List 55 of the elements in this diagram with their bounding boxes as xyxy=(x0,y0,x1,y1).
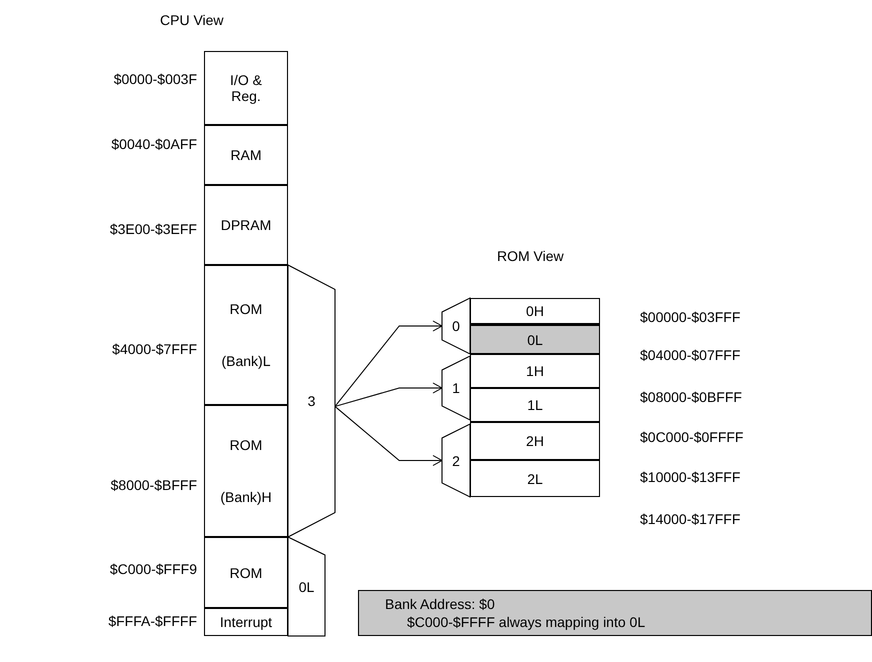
region-label: I/O & Reg. xyxy=(229,72,263,104)
region-label: 2H xyxy=(526,433,544,449)
region-label: (Bank)L xyxy=(221,353,271,369)
view-heading: CPU View xyxy=(160,12,224,28)
mux-label: 2 xyxy=(452,452,460,468)
region-label: (Bank)H xyxy=(220,489,272,505)
region-label: 1H xyxy=(526,363,544,379)
memory-bank xyxy=(470,388,600,422)
mux-label: 0L xyxy=(298,578,314,594)
multiplexer xyxy=(442,424,470,497)
arrow xyxy=(334,382,442,407)
address-label: $0000-$003F xyxy=(114,71,197,87)
memory-region xyxy=(204,608,288,636)
memory-region xyxy=(204,185,288,265)
address-label: $C000-$FFF9 xyxy=(110,561,197,577)
region-label: Interrupt xyxy=(220,614,272,630)
address-label: $3E00-$3EFF xyxy=(110,221,197,237)
region-label: ROM xyxy=(230,301,262,317)
multiplexer xyxy=(442,298,470,354)
multiplexer xyxy=(442,356,470,420)
note-text: Bank Address: $0 xyxy=(385,596,495,612)
view-heading: ROM View xyxy=(497,248,564,264)
mux-label: 3 xyxy=(308,393,316,409)
address-label: $00000-$03FFF xyxy=(640,309,740,325)
address-label: $8000-$BFFF xyxy=(110,477,197,493)
note-text: $C000-$FFFF always mapping into 0L xyxy=(407,614,646,630)
address-label: $4000-$7FFF xyxy=(112,341,197,357)
address-label: $0040-$0AFF xyxy=(111,136,197,152)
memory-bank xyxy=(470,422,600,460)
address-label: $14000-$17FFF xyxy=(640,511,740,527)
address-label: $04000-$07FFF xyxy=(640,347,740,363)
address-label: $10000-$13FFF xyxy=(640,469,740,485)
memory-region xyxy=(204,125,288,185)
region-label: 0H xyxy=(526,303,544,319)
mux-label: 1 xyxy=(452,380,460,396)
memory-bank xyxy=(470,324,600,354)
multiplexer xyxy=(288,537,325,636)
region-label: RAM xyxy=(230,147,262,163)
region-label: ROM xyxy=(230,437,262,453)
memory-region xyxy=(204,51,288,125)
address-label: $08000-$0BFFF xyxy=(640,389,742,405)
region-label: 0L xyxy=(527,332,543,348)
memory-bank xyxy=(470,354,600,388)
region-label: 1L xyxy=(527,397,543,413)
memory-bank xyxy=(470,298,600,324)
address-label: $0C000-$0FFFF xyxy=(640,429,744,445)
region-label: ROM xyxy=(230,564,262,580)
address-label: $FFFA-$FFFF xyxy=(108,613,197,629)
arrow xyxy=(334,320,442,407)
memory-bank xyxy=(470,460,600,497)
region-label: 2L xyxy=(527,470,543,486)
note-box xyxy=(358,590,872,636)
arrow xyxy=(334,406,442,466)
region-label: DPRAM xyxy=(220,217,272,233)
mux-label: 0 xyxy=(452,318,460,334)
